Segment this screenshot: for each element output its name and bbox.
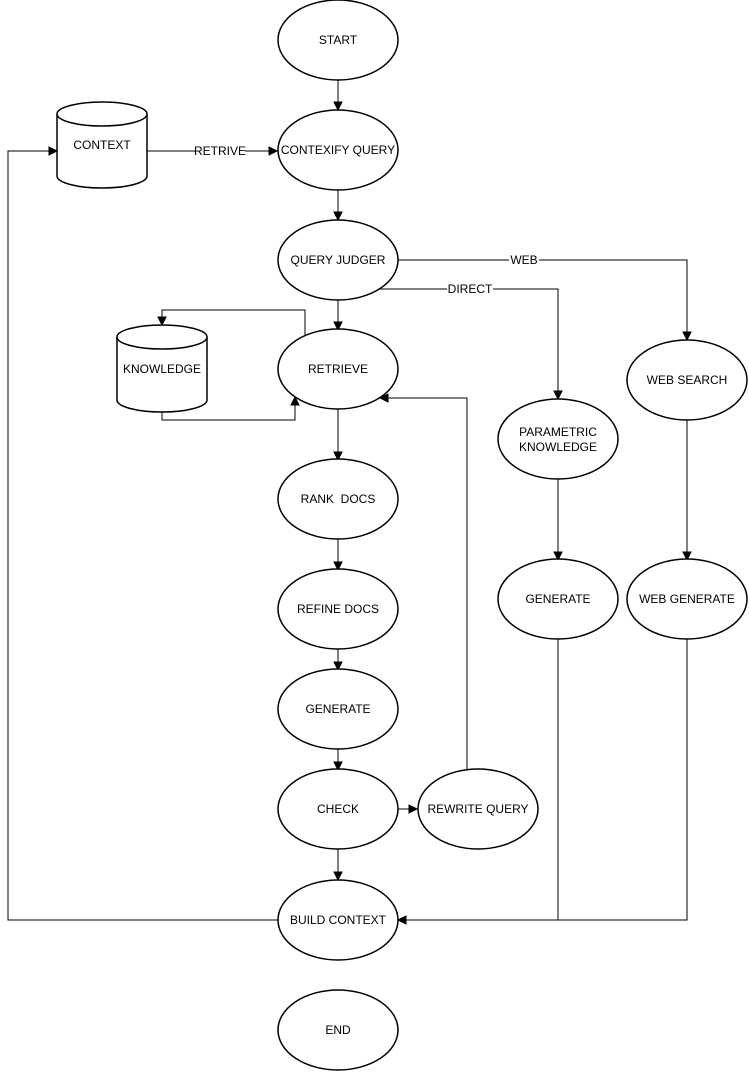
edge-label-direct: DIRECT <box>448 282 493 296</box>
edge-web-search-to-web-generate <box>682 420 692 562</box>
node-rank-docs-label: RANK DOCS <box>301 492 376 506</box>
node-end-label: END <box>325 1023 351 1037</box>
node-context-label: CONTEXT <box>73 138 131 152</box>
edge-check-to-rewrite <box>398 804 419 814</box>
edge-refine-to-generate <box>333 649 343 672</box>
nodes: START CONTEXT CONTEXIFY QUERY QUERY JUDG… <box>56 0 748 1071</box>
edge-retrieve-to-rank <box>333 409 343 462</box>
edge-labels: RETRIVE WEB DIRECT <box>194 144 539 296</box>
edge-label-retrive: RETRIVE <box>194 144 246 158</box>
node-generate-label: GENERATE <box>305 702 370 716</box>
edge-generate-to-check <box>333 749 343 772</box>
node-rewrite-query[interactable]: REWRITE QUERY <box>417 768 539 850</box>
edge-knowledge-to-retrieve <box>161 395 300 421</box>
edge-rewrite-to-retrieve <box>378 393 468 771</box>
edge-start-to-contexify <box>333 80 343 112</box>
edge-build-to-context <box>7 146 278 921</box>
node-context[interactable]: CONTEXT <box>56 101 148 189</box>
node-end[interactable]: END <box>277 989 399 1071</box>
node-generate-direct-label: GENERATE <box>525 592 590 606</box>
node-generate[interactable]: GENERATE <box>277 668 399 750</box>
edge-judger-to-retrieve <box>333 300 343 332</box>
node-build-context-label: BUILD CONTEXT <box>290 913 387 927</box>
node-refine-docs-label: REFINE DOCS <box>297 602 379 616</box>
node-contexify-query-label: CONTEXIFY QUERY <box>281 143 395 157</box>
edge-check-to-build <box>333 849 343 882</box>
node-retrieve[interactable]: RETRIEVE <box>277 328 399 410</box>
node-web-search-label: WEB SEARCH <box>647 373 728 387</box>
edge-rank-to-refine <box>333 539 343 572</box>
edge-parametric-to-generate <box>553 479 563 562</box>
node-check-label: CHECK <box>317 802 359 816</box>
node-generate-direct[interactable]: GENERATE <box>497 558 619 640</box>
node-rewrite-query-label: REWRITE QUERY <box>427 802 528 816</box>
edge-label-web: WEB <box>510 253 537 267</box>
node-parametric-knowledge[interactable]: PARAMETRIC KNOWLEDGE <box>497 398 619 480</box>
node-web-search[interactable]: WEB SEARCH <box>626 339 748 421</box>
edge-judger-to-web-search <box>398 259 692 342</box>
node-web-generate[interactable]: WEB GENERATE <box>626 558 748 640</box>
node-query-judger-label: QUERY JUDGER <box>291 253 386 267</box>
node-start[interactable]: START <box>277 0 399 81</box>
node-refine-docs[interactable]: REFINE DOCS <box>277 568 399 650</box>
node-rank-docs[interactable]: RANK DOCS <box>277 458 399 540</box>
edge-retrieve-to-knowledge <box>157 309 306 336</box>
edges <box>7 80 692 925</box>
node-web-generate-label: WEB GENERATE <box>639 592 735 606</box>
node-retrieve-label: RETRIEVE <box>308 362 368 376</box>
node-parametric-knowledge-label-line2: KNOWLEDGE <box>519 440 597 454</box>
edge-judger-to-parametric <box>380 288 563 401</box>
node-query-judger[interactable]: QUERY JUDGER <box>277 219 399 301</box>
node-knowledge[interactable]: KNOWLEDGE <box>116 324 208 413</box>
node-knowledge-label: KNOWLEDGE <box>123 362 201 376</box>
node-check[interactable]: CHECK <box>277 768 399 850</box>
edge-web-generate-to-build <box>396 639 688 925</box>
node-contexify-query[interactable]: CONTEXIFY QUERY <box>277 109 399 191</box>
node-start-label: START <box>319 33 358 47</box>
node-build-context[interactable]: BUILD CONTEXT <box>277 879 399 961</box>
edge-contexify-to-judger <box>333 190 343 222</box>
node-parametric-knowledge-label-line1: PARAMETRIC <box>519 425 597 439</box>
